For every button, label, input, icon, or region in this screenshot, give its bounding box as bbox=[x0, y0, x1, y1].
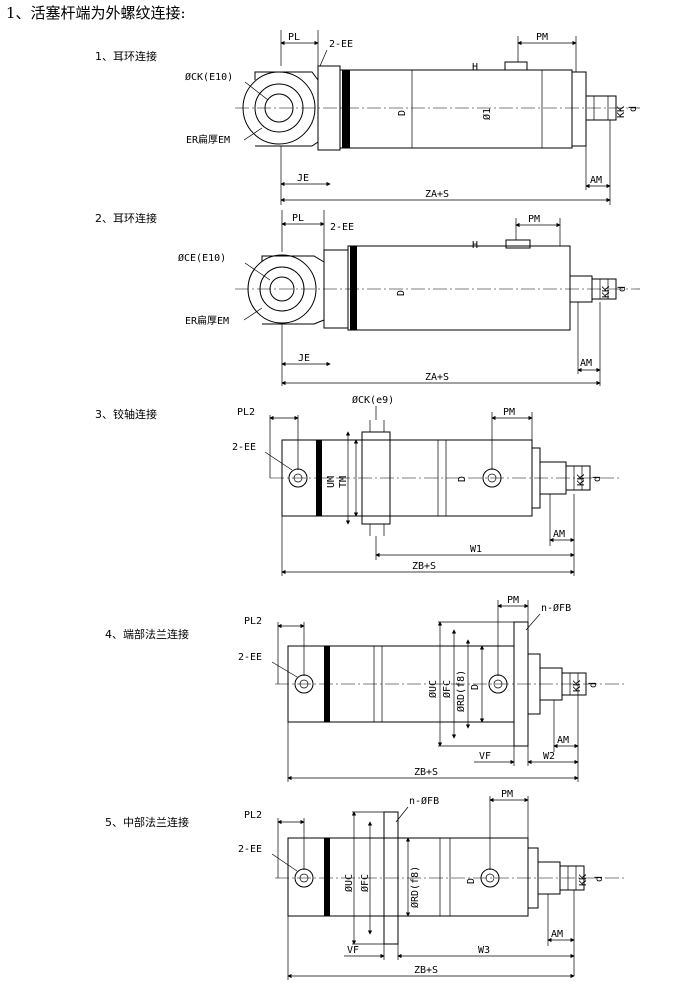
dim-FC: ØFC bbox=[359, 874, 371, 892]
dim-EE: 2-EE bbox=[330, 222, 354, 233]
dim-EE: 2-EE bbox=[329, 39, 353, 50]
dim-ZB: ZB+S bbox=[412, 561, 436, 572]
dim-UC: ØUC bbox=[343, 874, 355, 892]
dim-PL2: PL2 bbox=[244, 810, 262, 821]
dim-KK: KK bbox=[572, 680, 583, 692]
dim-W2: W2 bbox=[543, 751, 555, 762]
dim-UM: UM bbox=[326, 476, 337, 488]
seal-band bbox=[342, 70, 350, 148]
dim-W3: W3 bbox=[478, 945, 490, 956]
dim-ZA: ZA+S bbox=[425, 189, 449, 200]
dim-D: D bbox=[457, 476, 468, 482]
section-label-5: 5、中部法兰连接 bbox=[105, 816, 189, 829]
dim-FC: ØFC bbox=[441, 680, 453, 698]
dim-D: D bbox=[470, 684, 481, 690]
dim-EE: 2-EE bbox=[238, 844, 262, 855]
dim-PM: PM bbox=[501, 789, 513, 800]
dim-ER: ER扁厚EM bbox=[186, 133, 230, 146]
cylinder-tube bbox=[339, 69, 573, 149]
dim-KK: KK bbox=[576, 474, 587, 486]
dim-VF: VF bbox=[347, 945, 359, 956]
section-label-4: 4、端部法兰连接 bbox=[105, 628, 189, 641]
dim-PM: PM bbox=[528, 214, 540, 225]
section-label-2: 2、耳环连接 bbox=[95, 212, 157, 225]
dim-VF: VF bbox=[479, 751, 491, 762]
dim-PL: PL bbox=[288, 32, 300, 43]
dim-RD: ØRD(f8) bbox=[455, 670, 467, 712]
dim-H: H bbox=[472, 240, 478, 251]
dim-fi1: Ø1 bbox=[481, 108, 493, 120]
dim-PM: PM bbox=[536, 32, 548, 43]
dim-PL2: PL2 bbox=[237, 407, 255, 418]
dim-d: d bbox=[628, 106, 639, 112]
dim-D: D bbox=[397, 110, 408, 116]
diagram-4-end-flange: PM n-ØFB PL2 2-EE ØUC ØFC ØRD(f8) D KK d… bbox=[238, 595, 625, 782]
dim-TM: TM bbox=[338, 476, 349, 488]
diagram-2-ear-ring: PL 2-EE PM H ØCE(E10) D KK d ER扁厚EM JE A… bbox=[178, 210, 640, 386]
dim-FB: n-ØFB bbox=[409, 795, 439, 807]
dim-ER: ER扁厚EM bbox=[185, 314, 229, 327]
dim-RD: ØRD(f8) bbox=[409, 866, 421, 908]
dim-ZB: ZB+S bbox=[414, 965, 438, 976]
dim-CE: ØCE(E10) bbox=[178, 252, 226, 264]
dim-ZA: ZA+S bbox=[425, 372, 449, 383]
dim-d: d bbox=[617, 286, 628, 292]
dim-ZB: ZB+S bbox=[414, 767, 438, 778]
dim-d: d bbox=[594, 876, 605, 882]
dim-D: D bbox=[466, 878, 477, 884]
dim-AM: AM bbox=[553, 529, 565, 540]
diagram-3-trunnion: PL2 ØCK(e9) 2-EE PM UM TM D KK d AM W1 Z… bbox=[232, 394, 620, 576]
dim-JE: JE bbox=[298, 353, 310, 364]
dim-AM: AM bbox=[557, 735, 569, 746]
dim-W1: W1 bbox=[470, 544, 482, 555]
dim-KK: KK bbox=[578, 874, 589, 886]
dim-D: D bbox=[396, 290, 407, 296]
dim-FB: n-ØFB bbox=[541, 602, 571, 614]
dim-KK: KK bbox=[616, 106, 627, 118]
dim-PM: PM bbox=[507, 595, 519, 606]
dim-d: d bbox=[592, 476, 603, 482]
dim-UC: ØUC bbox=[427, 680, 439, 698]
dim-EE: 2-EE bbox=[232, 442, 256, 453]
dim-EE: 2-EE bbox=[238, 652, 262, 663]
page-title: 1、活塞杆端为外螺纹连接: bbox=[6, 4, 186, 22]
dim-PL2: PL2 bbox=[244, 616, 262, 627]
dim-KK: KK bbox=[601, 286, 612, 298]
rod-thread bbox=[585, 95, 617, 121]
dim-PL: PL bbox=[292, 213, 304, 224]
dim-AM: AM bbox=[551, 929, 563, 940]
diagram-1-ear-ring: PL 2-EE PM H ØCK(E10) D Ø1 KK d ER扁厚EM J… bbox=[185, 30, 640, 205]
dim-AM: AM bbox=[590, 175, 602, 186]
dim-AM: AM bbox=[580, 358, 592, 369]
dim-H: H bbox=[472, 62, 478, 73]
dim-PM: PM bbox=[503, 407, 515, 418]
dim-JE: JE bbox=[297, 173, 309, 184]
diagram-5-middle-flange: PL2 n-ØFB PM 2-EE ØUC ØFC ØRD(f8) D KK d… bbox=[238, 789, 625, 980]
section-label-3: 3、铰轴连接 bbox=[95, 408, 157, 421]
dim-CK: ØCK(E10) bbox=[185, 71, 233, 83]
dim-CK: ØCK(e9) bbox=[352, 394, 394, 406]
section-label-1: 1、耳环连接 bbox=[95, 50, 157, 63]
dim-d: d bbox=[588, 682, 599, 688]
